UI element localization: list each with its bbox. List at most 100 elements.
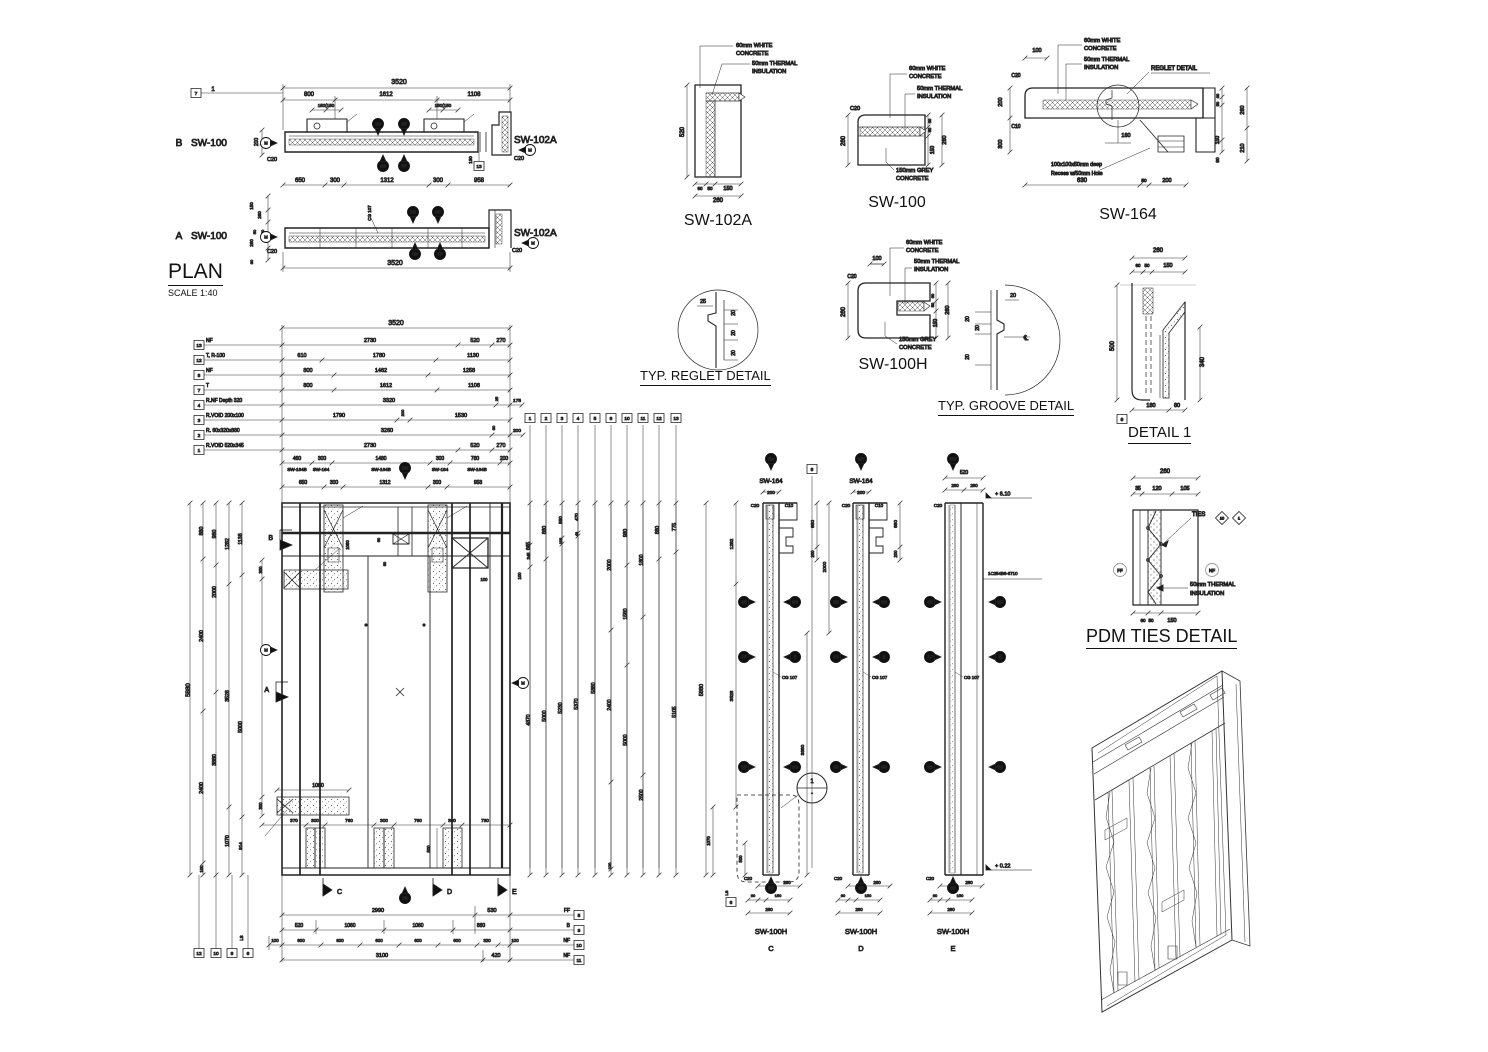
grid-box-label: 13 — [196, 343, 202, 349]
dim-label: 300 — [998, 139, 1004, 148]
section-flag-label: E — [512, 889, 517, 896]
marker-pin-label: FF — [927, 655, 933, 660]
dim-label: 600 — [414, 938, 422, 943]
dim-label: 260 — [713, 198, 724, 204]
dim-label: 60 — [491, 425, 496, 430]
dim-label: C10 — [1011, 124, 1020, 130]
dim-label: 1080 — [345, 540, 350, 550]
grid-box-label: 11 — [577, 958, 582, 964]
dim-label: 60 — [933, 893, 938, 898]
section-flag — [432, 883, 443, 897]
dim-label: 50mm THERMAL — [917, 86, 963, 92]
marker-pin-label: SB — [741, 765, 747, 770]
dim-label: 300 — [433, 178, 444, 184]
dim-label: 2400 — [199, 630, 205, 642]
dim-label: 5000 — [542, 710, 548, 721]
dim-label: 680 — [893, 520, 899, 528]
grid-box — [573, 414, 583, 423]
grid-box-label: 10 — [624, 416, 630, 422]
dim-label: C20 — [751, 503, 760, 508]
dim-label: 1480 — [375, 456, 386, 462]
dim-label: 260 — [765, 907, 773, 912]
dim-label: C — [768, 944, 774, 953]
level-label: + 6.10 — [995, 492, 1010, 498]
dim-label: 60 — [1140, 618, 1146, 623]
grid-box — [227, 949, 237, 958]
dim-label: C20 — [847, 274, 856, 280]
grid-box-label: 3 — [561, 416, 564, 422]
grid-box-label: 6 — [730, 900, 733, 906]
dim-label: LS — [239, 935, 244, 940]
dim-label: 530 — [487, 908, 496, 914]
dim-label: 105 — [1180, 486, 1189, 492]
dim-label: 3320 — [383, 398, 395, 404]
dim-label: 1108 — [468, 383, 480, 389]
dim-label: 200 — [1162, 178, 1171, 184]
dim-label: B — [567, 923, 571, 929]
dim-label: 3520 — [388, 320, 404, 327]
dim-label: 320 — [483, 938, 491, 943]
dim-label: SW-164 — [313, 467, 330, 472]
dim-label: LS — [724, 890, 729, 895]
dim-label: 520 — [295, 923, 304, 929]
dim-label: 200 — [400, 409, 405, 416]
dim-label: 60 — [930, 293, 935, 298]
marker-pin-label: NF — [401, 122, 407, 127]
dim-label: Recess w/50mm Hole — [1051, 171, 1103, 177]
dim-label: C20 — [1011, 73, 1020, 79]
dim-label: 914 — [238, 842, 243, 850]
dim-label: 90 — [1215, 157, 1221, 163]
marker-pin-label: SG — [997, 600, 1003, 605]
dim-label: 150 — [1215, 136, 1221, 145]
dim-label: REGLET DETAIL — [1151, 66, 1198, 72]
dim-label: SW-164 — [759, 478, 783, 485]
dim-label: 665 — [526, 542, 532, 551]
grid-box — [622, 414, 632, 423]
dim-label: 100 — [517, 572, 522, 580]
section-flag — [275, 691, 290, 703]
dim-label: 150 — [865, 893, 872, 898]
dim-label: 20 — [731, 330, 737, 336]
dim-label: 1312 — [380, 178, 394, 184]
grid-box — [211, 949, 221, 958]
dim-label: 1 — [810, 779, 814, 785]
dim-label: 650 — [295, 178, 306, 184]
dim-label: 200 — [893, 550, 898, 558]
grid-box-label: 7 — [198, 388, 201, 394]
face-tag-label: FF — [1117, 568, 1123, 573]
dim-label: 1080 — [312, 783, 324, 789]
dim-label: 150 — [1163, 263, 1172, 269]
dim-label: NF — [563, 953, 570, 959]
dim-label: SW-100H — [845, 927, 877, 936]
marker-pin-label: SG — [997, 765, 1003, 770]
dim-label: R.NF Depth 320 — [206, 398, 242, 404]
dim-label: 60mm WHITE — [909, 66, 946, 72]
grid-box — [557, 414, 567, 423]
detail1-title: DETAIL 1 — [1128, 424, 1192, 444]
dim-label: 760 — [414, 818, 422, 823]
grid-box — [194, 371, 204, 380]
grid-box — [574, 926, 584, 935]
grid-box — [1117, 415, 1127, 424]
marker-pin-label: SB — [402, 896, 408, 901]
dim-label: C10 — [785, 503, 794, 508]
pdm-title: PDM TIES DETAIL — [1086, 626, 1238, 649]
dim-label: 1800 — [639, 554, 645, 565]
dim-label: 2000 — [607, 559, 613, 570]
dim-label: 180 — [1146, 403, 1155, 409]
face-tag-label: NF — [1209, 568, 1215, 573]
dim-label: 25 — [494, 396, 499, 401]
marker-pin-label: M — [531, 241, 535, 246]
dim-label: 610 — [297, 353, 306, 359]
plan-scale: SCALE 1:40 — [168, 288, 218, 298]
dim-label: 200 — [998, 97, 1004, 106]
dim-label: 150mm GREY — [899, 337, 937, 343]
grid-box — [194, 416, 204, 425]
dim-label: 260 — [257, 211, 262, 219]
face-tag — [1114, 564, 1127, 577]
dim-label: 260 — [841, 135, 847, 146]
dim-label: 100 — [511, 938, 519, 943]
dim-label: 500 — [738, 855, 743, 863]
dim-label: SW-100H — [755, 927, 787, 936]
